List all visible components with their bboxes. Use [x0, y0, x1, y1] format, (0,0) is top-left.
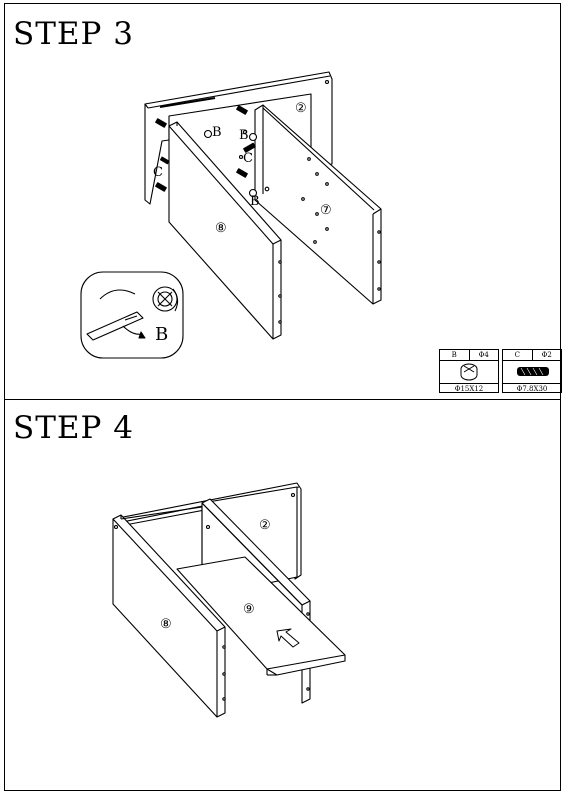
step-4-illustration: ② ⑧ ⑨ — [112, 482, 346, 718]
instruction-page: STEP 3 — [4, 3, 562, 791]
back-panel — [144, 71, 333, 205]
panel-number-8: ⑧ — [215, 221, 227, 236]
part-c-size: Φ7.8X30 — [516, 385, 548, 393]
part-c-qty: Φ2 — [531, 350, 562, 360]
step-3-illustration: ② ⑦ ⑧ B B B C C B — [80, 71, 382, 359]
part-b-size: Φ15X12 — [454, 385, 484, 393]
callout-c-2: C — [153, 165, 163, 180]
part-b-qty: Φ4 — [468, 350, 499, 360]
part-c-code: C — [514, 351, 520, 359]
callout-b-2: B — [239, 128, 249, 143]
step-3-title: STEP 3 — [13, 16, 134, 52]
part-b-code: B — [451, 351, 457, 359]
wood-dowel-icon — [517, 367, 549, 376]
cam-lock-icon — [460, 363, 478, 381]
panel-number-7: ⑦ — [320, 203, 332, 218]
callout-b-3: B — [250, 194, 260, 209]
inset-label: B — [155, 324, 168, 345]
part-b-table: B Φ4 Φ15X12 — [439, 349, 499, 393]
panel-number-2: ② — [259, 518, 271, 533]
panel-number-9: ⑨ — [243, 602, 255, 617]
panel-number-2: ② — [295, 101, 307, 116]
step-4-title: STEP 4 — [13, 410, 134, 446]
insert-direction-arrow-icon — [276, 628, 300, 648]
step-divider — [5, 399, 560, 400]
panel-number-8: ⑧ — [160, 617, 172, 632]
part-c-table: C Φ2 Φ7.8X30 — [502, 349, 562, 393]
callout-c-1: C — [243, 151, 253, 166]
callout-b-1: B — [212, 125, 222, 140]
